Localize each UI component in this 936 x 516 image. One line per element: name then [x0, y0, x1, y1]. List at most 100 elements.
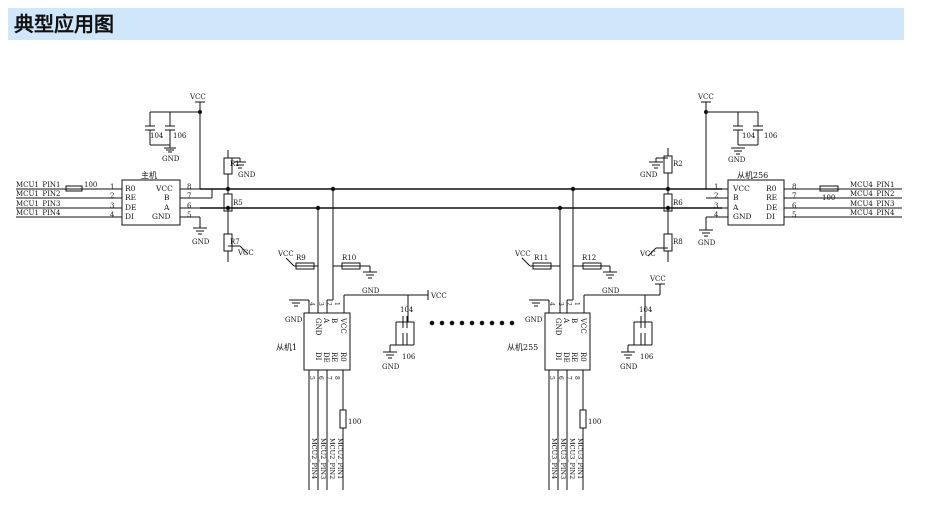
signal-label: MCU4_PIN3 — [850, 200, 894, 208]
resistor-label: R2 — [673, 160, 683, 168]
pin-label: R0 — [339, 352, 347, 362]
resistor-value: 100 — [84, 181, 97, 189]
pin-number: 6 — [187, 202, 192, 210]
slave256-chip-name: 从机256 — [737, 170, 768, 180]
resistor-100-slave1 — [339, 409, 347, 429]
gnd-label: GND — [728, 156, 746, 164]
pin-number: 4 — [714, 211, 719, 219]
pin-number: 8 — [187, 183, 191, 191]
vcc-label: VCC — [430, 292, 447, 300]
cap-value: 104 — [150, 132, 164, 140]
signal-label: MCU2_PIN3 — [319, 438, 327, 479]
slave255-chip-name: 从机255 — [507, 342, 538, 352]
gnd-label: GND — [525, 316, 543, 324]
gnd-label: GND — [620, 363, 638, 371]
pin-label: DE — [766, 203, 778, 212]
pin-number: 3 — [317, 302, 324, 306]
pin-number: 5 — [548, 376, 555, 380]
resistor-r12 — [582, 262, 602, 270]
pin-label: GND — [152, 212, 171, 221]
pin-label: B — [570, 318, 578, 323]
pin-number: 1 — [110, 183, 114, 191]
ellipsis-dot — [479, 320, 485, 326]
pin-label: A — [732, 203, 739, 212]
pin-label: GND — [554, 318, 562, 336]
pin-number: 2 — [565, 302, 572, 306]
vcc-label: VCC — [514, 250, 531, 258]
pin-label: R0 — [579, 352, 587, 362]
pin-label: DE — [562, 352, 570, 363]
pin-label: A — [322, 317, 330, 324]
cap-value: 104 — [400, 306, 414, 314]
signal-label: MCU3_PIN4 — [550, 438, 558, 479]
pin-label: GND — [733, 212, 752, 221]
pin-number: 1 — [573, 302, 580, 306]
pin-label: B — [164, 193, 170, 202]
pin-label: VCC — [579, 317, 587, 334]
gnd-label: GND — [640, 171, 658, 179]
vcc-wire — [285, 257, 295, 267]
pin-label: DE — [322, 352, 330, 363]
pin-label: DI — [766, 212, 775, 221]
signal-label: MCU1_PIN4 — [16, 209, 61, 217]
slave256-chip: 从机256 VCC B A GND R0 RE DE DI 1 2 3 4 8 … — [697, 93, 902, 247]
pin-number: 1 — [333, 302, 340, 306]
gnd-label: GND — [285, 316, 303, 324]
vcc-label: VCC — [237, 249, 254, 257]
gnd-label: GND — [698, 239, 716, 247]
pin-label: DI — [125, 212, 134, 221]
ellipsis-dot — [429, 320, 435, 326]
ellipsis-dot — [469, 320, 475, 326]
pin-label: R0 — [766, 184, 777, 193]
resistor-label: R10 — [342, 254, 356, 262]
pin-number: 8 — [792, 183, 796, 191]
cap-value: 106 — [640, 353, 654, 361]
resistor-value: 100 — [588, 418, 601, 426]
gnd-label: GND — [162, 155, 180, 163]
master-chip-name: 主机 — [141, 170, 157, 180]
pin-number: 2 — [110, 192, 114, 200]
pin-number: 3 — [110, 202, 114, 210]
signal-label: MCU1_PIN2 — [16, 190, 60, 198]
signal-label: MCU1_PIN1 — [16, 181, 60, 189]
ellipsis-dot — [449, 320, 455, 326]
pin-label: GND — [314, 318, 322, 336]
pin-number: 7 — [792, 192, 796, 200]
pin-label: A — [562, 317, 570, 324]
pin-label: B — [733, 193, 739, 202]
vcc-label: VCC — [649, 275, 666, 283]
rs485-bus — [200, 186, 722, 211]
signal-label: MCU3_PIN3 — [559, 438, 567, 479]
right-bias-resistors: R2 GND R6 R8 VCC — [639, 148, 683, 262]
page-title: 典型应用图 — [14, 12, 114, 36]
vcc-wire — [521, 257, 531, 267]
ellipsis-dot — [439, 320, 445, 326]
resistor-100-slave256 — [819, 185, 839, 192]
master-chip-body — [121, 179, 181, 226]
resistor-label: R1 — [230, 160, 240, 168]
pin-label: RE — [330, 352, 338, 362]
slave255-chip: 从机255 GND A B VCC DI DE RE R0 4 3 2 1 5 … — [507, 189, 666, 490]
pin-label: VCC — [732, 184, 750, 193]
cap-value: 104 — [742, 132, 756, 140]
resistor-r9 — [295, 262, 315, 270]
cap-value: 106 — [173, 132, 187, 140]
signal-label: MCU4_PIN4 — [850, 209, 895, 217]
continuation-dots — [429, 320, 515, 326]
ellipsis-dot — [459, 320, 465, 326]
pin-label: RE — [570, 352, 578, 362]
signal-label: MCU2_PIN1 — [336, 438, 344, 479]
title-bar: 典型应用图 — [8, 8, 904, 40]
pin-label: R0 — [125, 184, 136, 193]
pin-number: 5 — [187, 211, 191, 219]
vcc-wire — [647, 247, 657, 257]
gnd-label: GND — [382, 363, 400, 371]
gnd-label: GND — [192, 238, 210, 246]
resistor-label: R5 — [233, 199, 243, 207]
signal-label: MCU4_PIN2 — [850, 190, 894, 198]
resistor-label: R6 — [673, 199, 683, 207]
resistor-label: R11 — [534, 254, 548, 262]
pin-number: 4 — [308, 302, 315, 306]
vcc-label: VCC — [697, 93, 714, 101]
pin-number: 5 — [792, 211, 796, 219]
